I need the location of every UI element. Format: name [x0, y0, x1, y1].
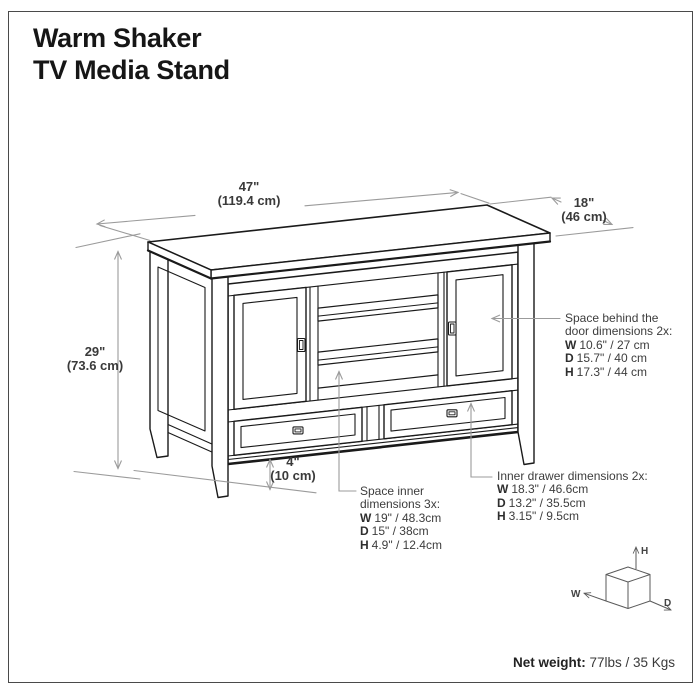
depth-dim-label: 18" (46 cm)	[561, 195, 607, 224]
right-door	[446, 264, 513, 387]
tabletop	[146, 204, 552, 280]
right-drawer-knob	[446, 409, 458, 418]
dimension-lines	[73, 189, 634, 494]
side-recessed-panel	[157, 266, 206, 432]
depth-dim-line	[550, 197, 562, 205]
left-side-panel	[149, 246, 214, 459]
net-weight-label: Net weight:	[513, 655, 586, 670]
net-weight-value: 77lbs / 35 Kgs	[585, 655, 676, 670]
back-left-leg	[149, 246, 169, 459]
left-drawer	[233, 406, 363, 456]
axis-w	[583, 592, 607, 602]
front-right-leg	[517, 241, 535, 466]
width-dim-label: 47" (119.4 cm)	[217, 179, 281, 208]
drawer-divider	[366, 404, 380, 442]
net-weight: Net weight: 77lbs / 35 Kgs	[513, 655, 675, 670]
height-dim-label: 29" (73.6 cm)	[66, 344, 124, 373]
drawer-leader	[466, 402, 493, 478]
right-door-panel	[455, 274, 504, 377]
page-title-line1: Warm Shaker	[33, 23, 202, 53]
page-title-line2: TV Media Stand	[33, 55, 230, 85]
axis-cube-icon	[583, 545, 672, 611]
width-dim-line	[95, 214, 196, 228]
right-drawer	[383, 390, 513, 440]
axis-w-label: W	[571, 589, 581, 600]
left-drawer-knob	[292, 426, 304, 435]
bottom-board	[317, 374, 439, 389]
front-left-leg	[211, 274, 229, 499]
axis-h-label: H	[641, 546, 649, 557]
left-door-panel	[242, 296, 298, 400]
axis-d	[649, 600, 672, 611]
inner-space-leader	[334, 370, 357, 492]
left-door	[233, 286, 307, 410]
axis-d-label: D	[664, 598, 672, 609]
base-dim-label: 4" (10 cm)	[270, 454, 316, 483]
page-title: Warm Shaker TV Media Stand	[33, 22, 230, 86]
open-shelf-section	[309, 271, 445, 402]
furniture-drawing	[146, 204, 552, 499]
